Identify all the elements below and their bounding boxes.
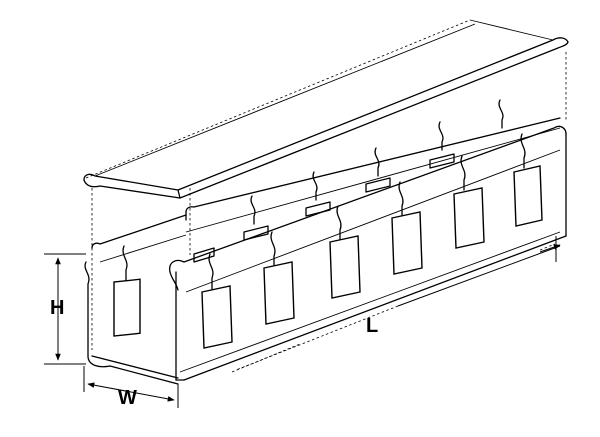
back-wall [91, 99, 561, 263]
front-fingers [201, 133, 543, 349]
height-label: H [50, 297, 64, 319]
width-label: W [118, 387, 137, 409]
dimension-length [235, 236, 561, 371]
length-label: L [366, 315, 378, 337]
duct-top-edges [83, 19, 569, 199]
front-wall [169, 125, 567, 381]
dimension-height [44, 253, 86, 365]
dimension-width [83, 366, 179, 408]
left-wall [84, 245, 179, 385]
